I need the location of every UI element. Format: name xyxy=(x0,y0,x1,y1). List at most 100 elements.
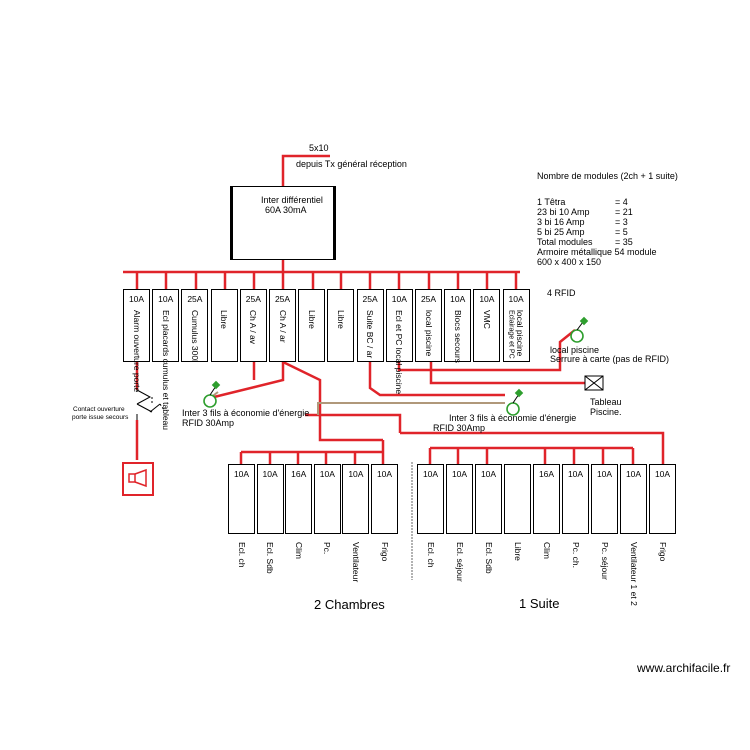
pool-panel-label-1: Tableau xyxy=(590,397,622,407)
top-breaker: 10A VMC xyxy=(473,289,501,362)
summary-row-label: 3 bi 16 Amp xyxy=(537,217,585,227)
summary-title: Nombre de modules (2ch + 1 suite) xyxy=(537,171,678,181)
right-switch-label-1: Inter 3 fils à économie d'énergie xyxy=(449,413,577,423)
suite-bus-3 xyxy=(305,413,402,433)
top-breaker-label: Blocs secours xyxy=(452,310,463,363)
right-breaker-rating: 10A xyxy=(625,469,642,479)
top-breaker-label: Libre xyxy=(335,310,346,329)
summary-row-label: 23 bi 10 Amp xyxy=(537,207,590,217)
right-breaker-rating: 10A xyxy=(451,469,468,479)
left-breaker-label: Ventilateur xyxy=(350,542,361,583)
top-breaker-label: Cumulus 300l xyxy=(189,310,200,362)
right-breaker: 10A xyxy=(562,464,589,534)
chambres-feed-wire xyxy=(282,360,383,442)
suite-bus-1 xyxy=(400,431,665,464)
left-breaker-label: Ecl. Sdb xyxy=(265,542,276,574)
left-rfid-switch xyxy=(203,380,221,408)
left-breaker-rating: 10A xyxy=(319,469,335,479)
left-breaker-label: Pc. xyxy=(322,542,333,555)
summary-row-value: = 21 xyxy=(615,207,633,217)
top-breaker-rating: 25A xyxy=(420,294,437,304)
right-breaker: 16A xyxy=(533,464,560,534)
chambres-drop-wires xyxy=(239,440,385,464)
left-breaker-rating: 16A xyxy=(291,469,307,479)
top-breaker-label: Libre xyxy=(306,310,317,329)
top-breaker-label: Ch A / av xyxy=(248,310,259,345)
top-drop-wires xyxy=(135,272,518,289)
top-breaker-rating: 10A xyxy=(450,294,466,304)
top-breaker-label: Ch A / ar xyxy=(277,310,288,343)
top-breaker-label: Ecl et PC local piscine xyxy=(394,310,405,395)
top-breaker-rating: 25A xyxy=(274,294,291,304)
top-breaker-rating: 25A xyxy=(245,294,261,304)
top-breaker-rating: 10A xyxy=(391,294,407,304)
right-breaker-rating: 10A xyxy=(567,469,584,479)
rfid-count: 4 RFID xyxy=(547,288,576,298)
top-breaker: 25A Ch A / av xyxy=(239,289,267,362)
top-breaker-rating: 10A xyxy=(158,294,174,304)
summary-cabinet: Armoire métallique 54 module xyxy=(537,247,657,257)
summary-row-value: = 4 xyxy=(615,197,628,207)
pool-card-lock-switch xyxy=(570,316,589,343)
right-breaker-label: Libre xyxy=(512,542,523,561)
top-breaker: 10A Blocs secours xyxy=(444,289,472,363)
right-breaker-label: Pc. ch. xyxy=(570,542,581,568)
top-breaker-rating: 10A xyxy=(128,294,145,304)
top-breaker: 10A Ecl et PC local piscine xyxy=(385,289,413,394)
right-breaker-label: Clim xyxy=(541,542,552,559)
right-breaker-rating: 10A xyxy=(596,469,613,479)
right-breaker: 10A xyxy=(446,464,473,534)
right-switch-label-2: RFID 30Amp xyxy=(433,423,486,433)
left-breaker-rating: 10A xyxy=(348,469,364,479)
right-breaker xyxy=(504,464,531,534)
top-breaker: Libre xyxy=(210,289,238,362)
supply-source-label: depuis Tx général réception xyxy=(296,159,407,169)
summary-size: 600 x 400 x 150 xyxy=(537,257,602,267)
summary-row-value: = 35 xyxy=(615,237,633,247)
right-breaker-label: Ecl. séjour xyxy=(454,542,465,582)
right-breaker-label: Frigo xyxy=(657,542,668,562)
right-breaker-label: Ecl. Sdb xyxy=(483,542,494,574)
group-title-suite: 1 Suite xyxy=(519,596,560,611)
right-breaker: 10A xyxy=(620,464,647,534)
summary-row-value: = 3 xyxy=(615,217,628,227)
top-breaker-label: VMC xyxy=(481,310,492,329)
group-title-chambres: 2 Chambres xyxy=(314,597,385,612)
pool-panel-label-2: Piscine. xyxy=(590,407,622,417)
right-breaker: 10A xyxy=(591,464,618,534)
right-breaker: 10A xyxy=(475,464,502,534)
top-breaker-label: local piscine xyxy=(423,310,434,357)
left-breaker: 10A xyxy=(228,464,255,534)
left-breaker: 16A xyxy=(285,464,313,534)
left-switch-label-1: Inter 3 fils à économie d'énergie xyxy=(182,408,310,418)
right-rfid-switch xyxy=(506,388,524,416)
left-breaker: 10A xyxy=(256,464,284,534)
right-breaker: 10A xyxy=(417,464,444,534)
left-breaker-rating: 10A xyxy=(262,469,278,479)
top-breaker: 25A local piscine xyxy=(415,289,442,362)
right-breaker-label: Pc. séjour xyxy=(599,542,610,580)
summary-row-label: 1 Têtra xyxy=(537,197,566,207)
supply-wire xyxy=(281,154,330,186)
right-breaker-rating: 16A xyxy=(538,469,555,479)
top-breaker-rating: 10A xyxy=(479,294,495,304)
main-differential-breaker: Inter différentiel 60A 30mA xyxy=(230,186,336,260)
top-breaker: Libre xyxy=(298,289,326,362)
summary-row-label: Total modules xyxy=(537,237,593,247)
top-breaker-label: local piscine xyxy=(515,310,526,357)
top-breaker: 25A Ch A / ar xyxy=(269,289,296,362)
summary-row-value: = 5 xyxy=(615,227,628,237)
pool-lock-label-1: local piscine xyxy=(550,345,600,355)
suite-feed-wire xyxy=(368,362,505,397)
top-breaker-label: Suite BC / ar xyxy=(365,310,376,359)
summary-row-label: 5 bi 25 Amp xyxy=(537,227,585,237)
right-breaker-rating: 10A xyxy=(654,469,671,479)
top-breaker: Libre xyxy=(327,289,355,362)
pool-panel-wire xyxy=(429,362,585,385)
